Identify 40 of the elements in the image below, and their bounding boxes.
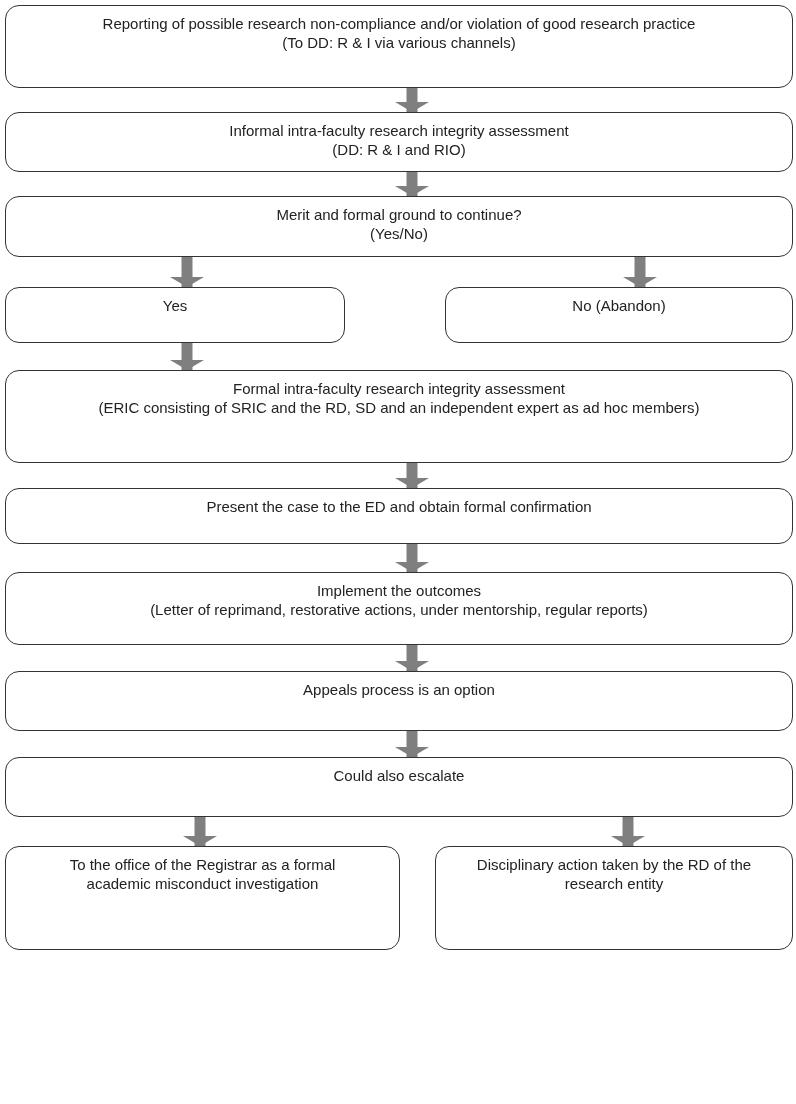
box-text: (DD: R & I and RIO): [331, 140, 467, 159]
box-text: Present the case to the ED and obtain formal confirmation: [205, 497, 593, 516]
box-text: To the office of the Registrar as a formal academic misconduct investigation: [68, 855, 337, 893]
box-text: Implement the outcomes: [315, 581, 483, 600]
block-arrow: [395, 172, 429, 196]
block-arrow: [395, 88, 429, 112]
process-box: [5, 196, 793, 257]
box-text: Informal intra-faculty research integrity assessment: [228, 121, 570, 140]
block-arrow: [623, 257, 657, 287]
process-box: [5, 5, 793, 88]
block-arrow: [611, 817, 645, 846]
block-arrow: [395, 731, 429, 757]
box-text: Reporting of possible research non-compliance and/or violation of good research practice: [101, 14, 697, 33]
process-box: [5, 370, 793, 463]
process-box: [5, 846, 400, 950]
box-text: Formal intra-faculty research integrity assessment: [232, 379, 566, 398]
process-box: [5, 671, 793, 731]
box-text: Disciplinary action taken by the RD of the research entity: [475, 855, 753, 893]
process-box: [5, 572, 793, 645]
box-text: Merit and formal ground to continue?: [275, 205, 523, 224]
box-text: Could also escalate: [332, 766, 466, 785]
block-arrow: [395, 463, 429, 488]
box-text: (ERIC consisting of SRIC and the RD, SD and an independent expert as ad hoc members): [97, 398, 701, 417]
block-arrow: [170, 257, 204, 287]
box-text: (Yes/No): [369, 224, 429, 243]
process-box: [445, 287, 793, 343]
process-box: [435, 846, 793, 950]
box-text: (To DD: R & I via various channels): [281, 33, 517, 52]
box-text: (Letter of reprimand, restorative actions, under mentorship, regular reports): [149, 600, 649, 619]
process-box: [5, 112, 793, 172]
box-text: Yes: [161, 296, 189, 315]
block-arrow: [395, 544, 429, 572]
block-arrow: [395, 645, 429, 671]
process-box: [5, 757, 793, 817]
process-box: [5, 488, 793, 544]
block-arrow: [170, 343, 204, 370]
block-arrow: [183, 817, 217, 846]
box-text: No (Abandon): [571, 296, 667, 315]
box-text: Appeals process is an option: [302, 680, 496, 699]
process-box: [5, 287, 345, 343]
